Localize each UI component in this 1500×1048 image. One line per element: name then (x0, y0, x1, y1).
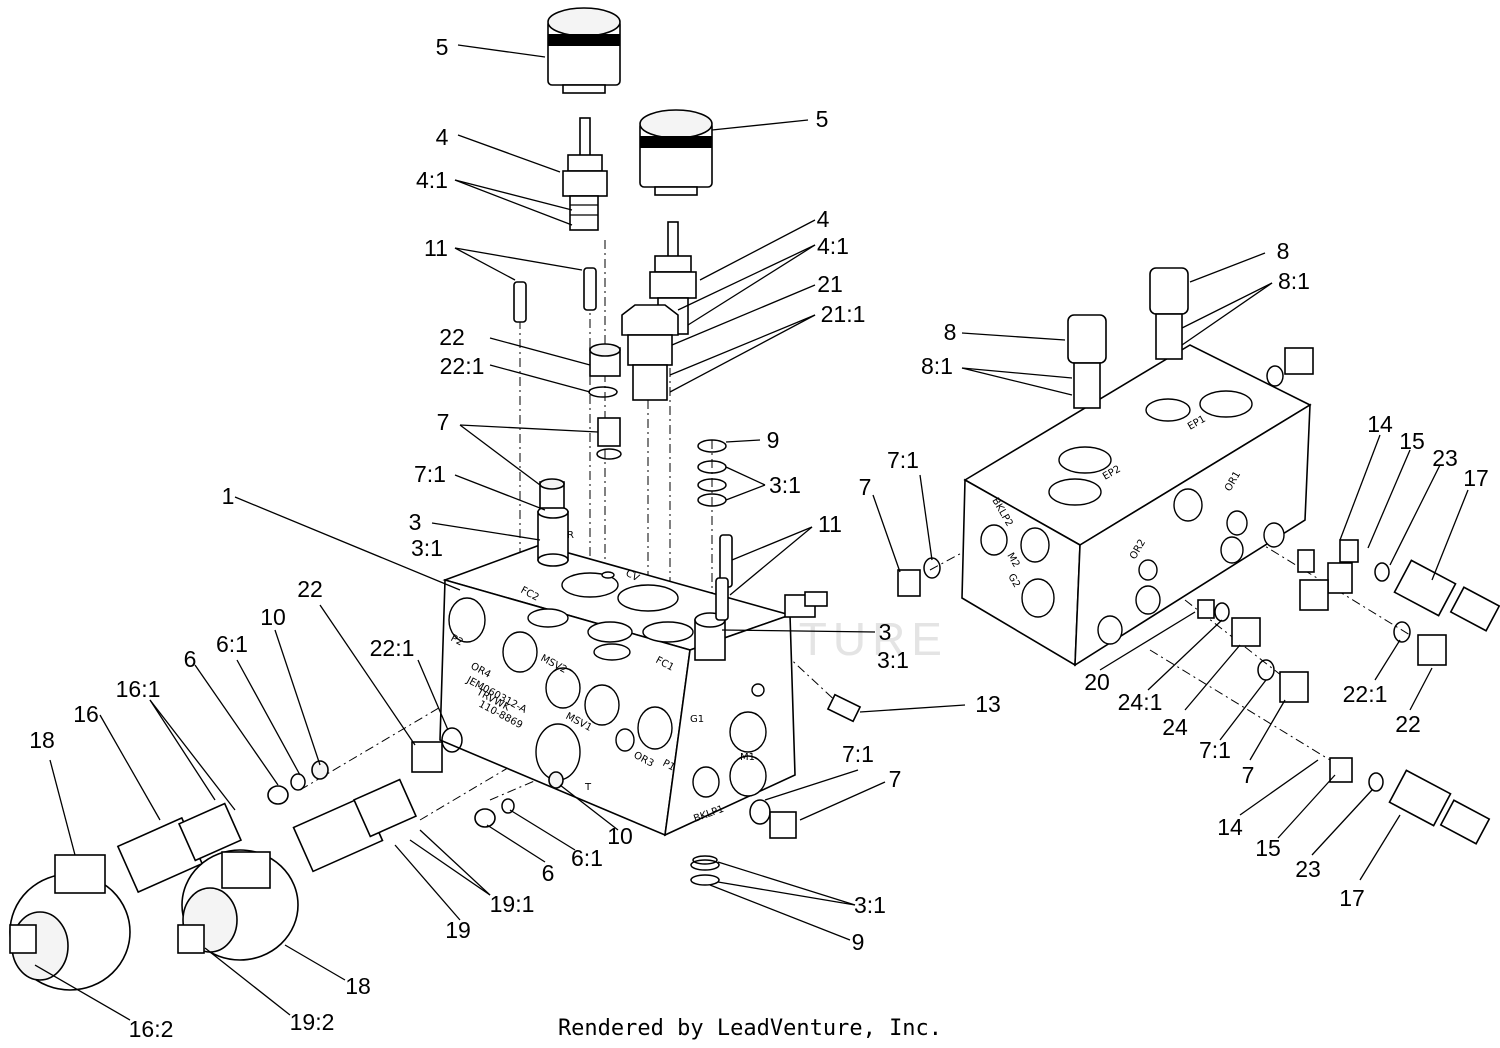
callout-17-bottom: 17 (1339, 885, 1365, 911)
callout-3-1-left: 3:1 (411, 535, 443, 561)
callout-7-1-top: 7:1 (414, 461, 446, 487)
port-label-p1: P1 (661, 758, 677, 774)
relief-valves-8 (1067, 267, 1189, 409)
callout-11-top: 11 (424, 235, 448, 261)
callout-6-1-bottom: 6:1 (571, 845, 603, 871)
callout-9-top: 9 (767, 427, 780, 453)
callout-5-top-right: 5 (816, 106, 829, 132)
plugs-7-top (539, 417, 622, 509)
callout-22-1-right: 22:1 (1343, 681, 1388, 707)
callout-4-1-right: 4:1 (817, 233, 849, 259)
callout-3-1-top: 3:1 (769, 472, 801, 498)
pins-11-right (715, 534, 733, 621)
callout-7-1-right: 7:1 (887, 447, 919, 473)
left-manifold-block: P2 OR4 JEM060312-A TRVWK 110-8869 MSV2 M… (439, 505, 828, 837)
leader-lines (34, 44, 1469, 1021)
callout-4-right: 4 (817, 206, 830, 232)
callout-3-left: 3 (409, 509, 422, 535)
callout-21: 21 (817, 271, 843, 297)
callout-15-top: 15 (1399, 428, 1425, 454)
solenoid-knob-5-left (547, 7, 621, 94)
callout-22-right: 22 (1395, 711, 1421, 737)
callout-24: 24 (1162, 714, 1188, 740)
plug-22-top (588, 343, 621, 398)
callout-8-right: 8 (1277, 238, 1290, 264)
solenoid-valve-19 (292, 778, 418, 873)
callout-16: 16 (73, 701, 99, 727)
right-side-fittings (897, 347, 1447, 792)
callout-8-1-right: 8:1 (1278, 268, 1310, 294)
callout-10-bottom: 10 (607, 823, 633, 849)
callout-24-1: 24:1 (1118, 689, 1163, 715)
callout-5-top-left: 5 (436, 34, 449, 60)
bottom-fittings (690, 693, 862, 886)
callout-8-1-left: 8:1 (921, 353, 953, 379)
port-label-t: T (584, 782, 592, 793)
callout-6-left: 6 (184, 646, 197, 672)
callout-3-right: 3 (879, 619, 892, 645)
callout-23-bottom: 23 (1295, 856, 1321, 882)
callout-labels: 5 4 4:1 11 5 4 4:1 21 21:1 22 22:1 7 7:1… (29, 34, 1489, 1042)
port-label-r: R (567, 530, 574, 541)
callout-7-1-far-right: 7:1 (1199, 737, 1231, 763)
valve-cartridge-4-left (562, 117, 608, 231)
callout-17-top: 17 (1463, 465, 1489, 491)
callout-4-left: 4 (436, 124, 449, 150)
callout-8-left: 8 (944, 319, 957, 345)
port-label-g1: G1 (690, 714, 704, 725)
callout-21-1: 21:1 (821, 301, 866, 327)
callout-14-bottom: 14 (1217, 814, 1243, 840)
pins-11-top (513, 267, 597, 323)
right-manifold-block: EP1 EP2 BKLP2 G2 M2 OR1 OR2 (961, 344, 1312, 667)
small-fittings-left (267, 727, 564, 828)
callout-9-bottom: 9 (852, 929, 865, 955)
solenoid-coil-18-right (177, 849, 299, 961)
callout-3-1-right: 3:1 (877, 647, 909, 673)
callout-7-right: 7 (859, 474, 872, 500)
callout-16-1: 16:1 (116, 676, 161, 702)
callout-22-left: 22 (297, 576, 323, 602)
callout-22-1-left: 22:1 (370, 635, 415, 661)
solenoid-valve-16-left (116, 802, 243, 894)
callout-7-top: 7 (437, 409, 450, 435)
pressure-sensors-17 (1388, 559, 1500, 845)
callout-13: 13 (975, 691, 1001, 717)
callout-1: 1 (222, 483, 235, 509)
callout-7-bottom: 7 (889, 766, 902, 792)
callout-20: 20 (1084, 669, 1110, 695)
callout-18-left: 18 (29, 727, 55, 753)
callout-15-bottom: 15 (1255, 835, 1281, 861)
callout-22-1-top: 22:1 (440, 353, 485, 379)
port-label-p2: P2 (449, 633, 465, 649)
callout-23-top: 23 (1432, 445, 1458, 471)
callout-6-bottom: 6 (542, 860, 555, 886)
solenoid-coil-18-left (9, 854, 131, 991)
render-credit: Rendered by LeadVenture, Inc. (558, 1016, 942, 1041)
callout-4-1-left: 4:1 (416, 167, 448, 193)
callout-3-1-bottom: 3:1 (854, 892, 886, 918)
callout-7-1-bottom: 7:1 (842, 741, 874, 767)
callout-11-right: 11 (818, 511, 842, 537)
port-label-m1: M1 (740, 752, 755, 763)
callout-6-1-left: 6:1 (216, 631, 248, 657)
callout-18-right: 18 (345, 973, 371, 999)
callout-19: 19 (445, 917, 471, 943)
orings-3-1-top-right (697, 439, 727, 507)
callout-16-2: 16:2 (129, 1016, 174, 1042)
callout-7-far-right: 7 (1242, 762, 1255, 788)
callout-10-left: 10 (260, 604, 286, 630)
callout-19-2: 19:2 (290, 1009, 335, 1035)
solenoid-knob-5-right (639, 109, 713, 196)
check-valve-21 (621, 304, 679, 401)
callout-22-top: 22 (439, 324, 465, 350)
callout-19-1: 19:1 (490, 891, 535, 917)
callout-14-top: 14 (1367, 411, 1393, 437)
